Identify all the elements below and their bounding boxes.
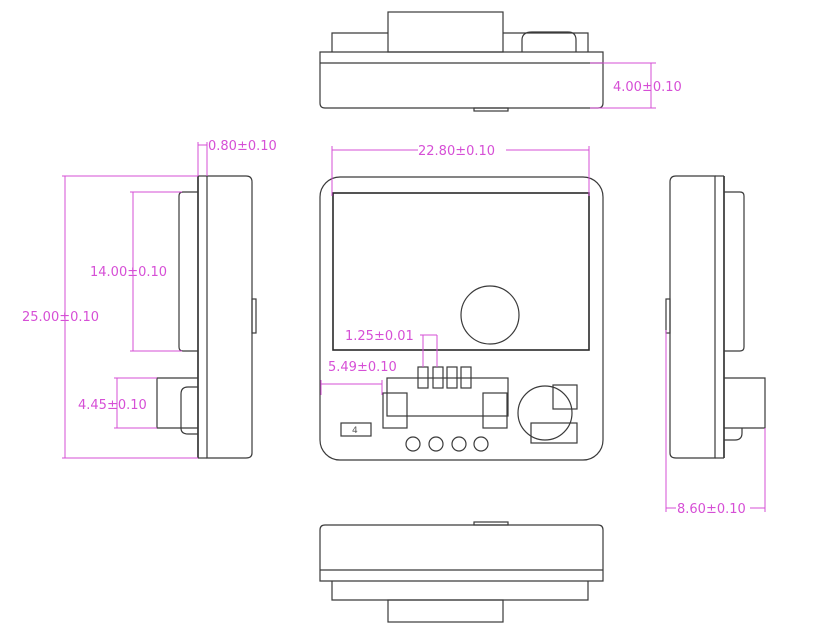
dim-height-top: 4.00±0.10 xyxy=(590,62,682,109)
svg-text:0.80±0.10: 0.80±0.10 xyxy=(208,139,277,154)
front-view: 4 22.80±0.10 1.25±0.01 5.49±0.10 xyxy=(319,144,604,461)
svg-text:5.49±0.10: 5.49±0.10 xyxy=(328,360,397,375)
dim-pin-pitch: 1.25±0.01 xyxy=(345,329,438,367)
dim-width-front: 22.80±0.10 xyxy=(331,144,590,196)
dim-connector-height: 4.45±0.10 xyxy=(78,377,157,429)
svg-text:14.00±0.10: 14.00±0.10 xyxy=(90,265,167,280)
svg-text:22.80±0.10: 22.80±0.10 xyxy=(418,144,495,159)
top-view: 4.00±0.10 xyxy=(319,11,682,112)
svg-text:8.60±0.10: 8.60±0.10 xyxy=(677,502,746,517)
dim-plate-thickness: 0.80±0.10 xyxy=(197,139,277,176)
svg-text:25.00±0.10: 25.00±0.10 xyxy=(22,310,99,325)
svg-text:4.00±0.10: 4.00±0.10 xyxy=(613,80,682,95)
dim-overall-depth: 8.60±0.10 xyxy=(665,330,766,517)
dim-connector-offset: 5.49±0.10 xyxy=(320,360,397,395)
svg-text:4: 4 xyxy=(352,426,358,436)
dim-display-height: 14.00±0.10 xyxy=(90,191,182,352)
svg-text:4.45±0.10: 4.45±0.10 xyxy=(78,398,147,413)
dim-overall-height: 25.00±0.10 xyxy=(22,175,198,459)
right-view: 8.60±0.10 xyxy=(665,175,766,517)
bottom-view xyxy=(319,521,604,623)
sensor-circle xyxy=(460,285,520,345)
left-view: 0.80±0.10 14.00±0.10 25.00±0.10 4.45±0.1… xyxy=(22,139,277,459)
svg-text:1.25±0.01: 1.25±0.01 xyxy=(345,329,414,344)
